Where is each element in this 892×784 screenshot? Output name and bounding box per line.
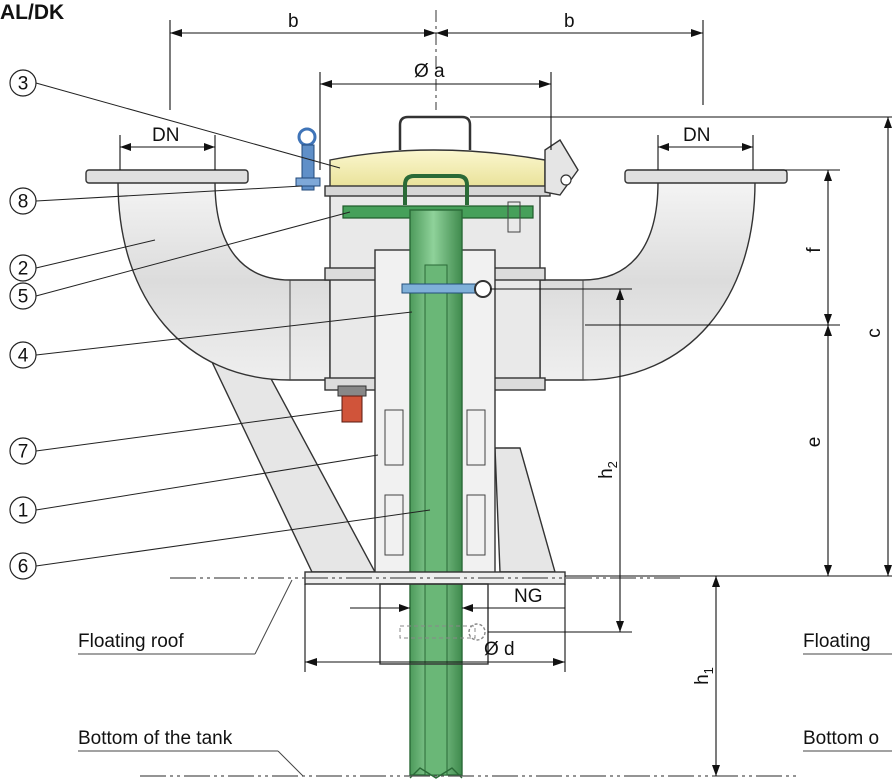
svg-text:1: 1 xyxy=(18,501,29,522)
callout-1: 1 xyxy=(9,496,37,524)
callout-5: 5 xyxy=(9,282,37,310)
dimension-d xyxy=(304,584,566,672)
svg-text:3: 3 xyxy=(18,74,29,95)
dimension-dn xyxy=(119,135,754,170)
support-leg-right xyxy=(494,447,556,573)
label-bottom-right: Bottom o xyxy=(803,728,879,749)
dim-b-left: b xyxy=(288,11,299,32)
roof-sleeve xyxy=(379,583,489,665)
dim-dn-right: DN xyxy=(683,125,710,146)
dim-f: f xyxy=(804,247,825,253)
label-floating-roof-left: Floating roof xyxy=(78,631,184,652)
dim-b-right: b xyxy=(564,11,575,32)
dim-h2: h2 xyxy=(596,461,620,479)
svg-text:7: 7 xyxy=(18,442,29,463)
dimension-h2 xyxy=(488,288,632,633)
dim-e: e xyxy=(804,437,825,448)
svg-text:5: 5 xyxy=(18,287,29,308)
drawing-title: AL/DK xyxy=(0,1,64,24)
dim-dn-left: DN xyxy=(152,125,179,146)
callout-2: 2 xyxy=(9,254,37,282)
dimension-a xyxy=(319,72,552,170)
eye-bolt xyxy=(295,127,321,191)
dimension-ng xyxy=(350,604,565,612)
callout-leaders xyxy=(35,82,431,567)
dim-a: Ø a xyxy=(414,61,445,82)
svg-text:4: 4 xyxy=(18,346,29,367)
cover xyxy=(329,149,546,193)
dim-c: c xyxy=(864,328,885,338)
callout-8: 8 xyxy=(9,187,37,215)
dim-ng: NG xyxy=(514,586,543,607)
dim-h1: h1 xyxy=(692,667,716,685)
hinge xyxy=(544,139,579,196)
svg-text:6: 6 xyxy=(18,557,29,578)
elbow-left xyxy=(85,169,331,381)
dimension-b xyxy=(169,20,704,110)
callout-4: 4 xyxy=(9,341,37,369)
svg-text:8: 8 xyxy=(18,192,29,213)
callout-3: 3 xyxy=(9,69,37,97)
dim-d: Ø d xyxy=(484,639,515,660)
elbow-right xyxy=(539,169,788,381)
valve xyxy=(337,385,367,423)
cover-handle xyxy=(398,115,472,150)
label-floating-roof-right: Floating xyxy=(803,631,871,652)
label-bottom-left: Bottom of the tank xyxy=(78,728,233,749)
svg-text:2: 2 xyxy=(18,259,29,280)
callout-7: 7 xyxy=(9,437,37,465)
dimension-h1 xyxy=(712,576,720,776)
callout-6: 6 xyxy=(9,552,37,580)
gauge-pipe xyxy=(403,174,469,779)
